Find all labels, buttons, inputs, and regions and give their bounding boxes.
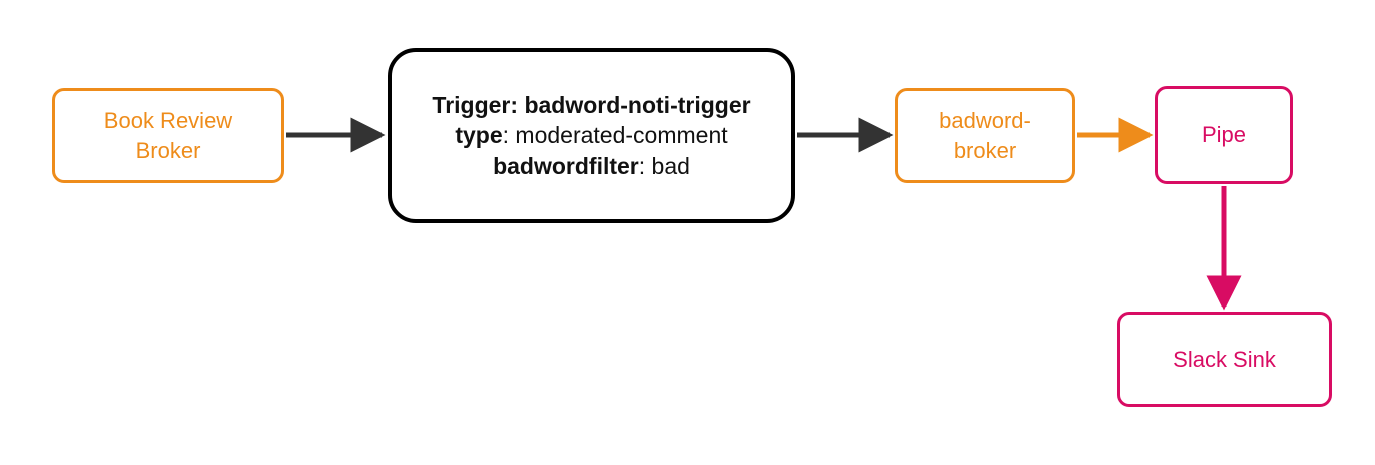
node-trigger[interactable]: Trigger: badword-noti-trigger type: mode…	[388, 48, 795, 223]
node-pipe-label: Pipe	[1201, 122, 1247, 148]
node-trigger-line1-label: Trigger:	[432, 91, 519, 118]
node-trigger-line3-label: badwordfilter	[493, 152, 639, 179]
node-book-review-broker-line1: Book Review	[103, 108, 233, 134]
node-slack-sink-label: Slack Sink	[1173, 346, 1276, 372]
node-pipe[interactable]: Pipe	[1155, 86, 1293, 184]
node-book-review-broker[interactable]: Book Review Broker	[52, 88, 284, 183]
node-trigger-line2-label: type	[455, 122, 503, 149]
node-trigger-line1: Trigger: badword-noti-trigger	[414, 90, 769, 120]
node-trigger-line2-value: : moderated-comment	[502, 122, 728, 149]
node-badword-broker-label: badword- broker	[898, 106, 1072, 164]
node-slack-sink[interactable]: Slack Sink	[1117, 312, 1332, 407]
node-trigger-text: Trigger: badword-noti-trigger type: mode…	[414, 90, 769, 181]
node-trigger-line3: badwordfilter: bad	[414, 151, 769, 181]
node-trigger-line2: type: moderated-comment	[414, 120, 769, 150]
node-badword-broker[interactable]: badword- broker	[895, 88, 1075, 183]
node-badword-broker-line1: badword-	[939, 108, 1031, 134]
node-trigger-line1-value: badword-noti-trigger	[524, 91, 751, 118]
node-badword-broker-line2: broker	[953, 137, 1017, 163]
node-book-review-broker-line2: Broker	[135, 137, 201, 163]
node-book-review-broker-label: Book Review Broker	[55, 106, 281, 164]
node-trigger-line3-value: : bad	[638, 152, 690, 179]
